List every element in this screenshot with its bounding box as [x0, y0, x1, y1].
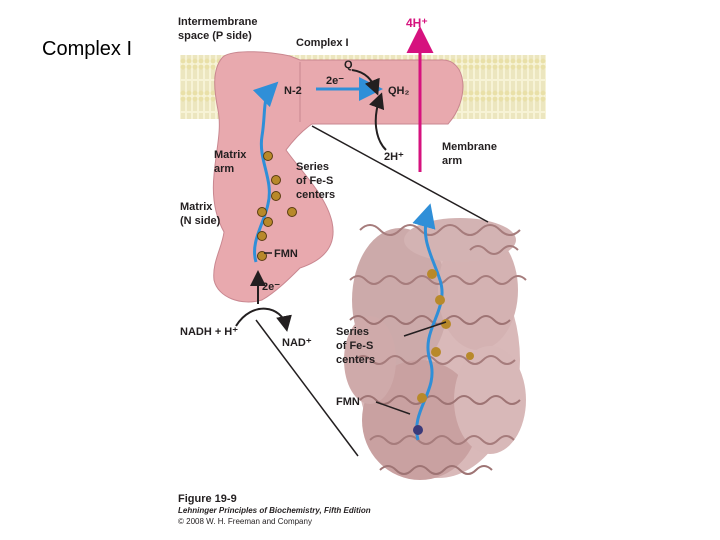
label-matrix-arm-2: arm	[214, 163, 234, 175]
label-two-h: 2H⁺	[384, 151, 404, 163]
label-membrane-arm-2: arm	[442, 155, 462, 167]
series-bottom-tick	[403, 321, 447, 337]
two-h-arrow	[369, 92, 387, 151]
label-intermembrane-1: Intermembrane	[178, 16, 257, 28]
label-series-bottom-3: centers	[336, 354, 375, 366]
label-q: Q	[344, 59, 353, 71]
q-reduction-arrow	[351, 69, 380, 96]
label-matrix-n-2: (N side)	[180, 215, 221, 227]
label-series-bottom-2: of Fe-S	[336, 340, 373, 352]
label-nad: NAD⁺	[282, 337, 312, 349]
crystal-structure	[344, 203, 527, 480]
label-complex-title: Complex I	[296, 37, 349, 49]
caption-copyright: © 2008 W. H. Freeman and Company	[178, 517, 312, 526]
label-qh2: QH₂	[388, 85, 410, 97]
label-two-e-bottom: 2e⁻	[262, 281, 280, 293]
fmn-bottom-tick	[375, 401, 411, 415]
label-matrix-n-1: Matrix	[180, 201, 213, 213]
caption-figure: Figure 19-9	[178, 493, 237, 505]
label-four-h: 4H⁺	[406, 16, 428, 30]
nadh-oxidation-arrow	[235, 307, 292, 332]
label-intermembrane-2: space (P side)	[178, 30, 252, 42]
label-n2: N-2	[284, 85, 302, 97]
label-two-e-top: 2e⁻	[326, 75, 344, 87]
label-fmn-top: FMN	[274, 248, 298, 260]
connector-line-top	[311, 125, 489, 223]
label-fmn-bottom: FMN	[336, 396, 360, 408]
connector-line-bottom	[255, 319, 359, 457]
label-nadh: NADH + H⁺	[180, 326, 238, 338]
complex-i-protein-shape	[212, 51, 464, 303]
label-series-top-3: centers	[296, 189, 335, 201]
label-series-top-2: of Fe-S	[296, 175, 333, 187]
label-membrane-arm-1: Membrane	[442, 141, 497, 153]
slide-title: Complex I	[42, 38, 133, 60]
label-series-top-1: Series	[296, 161, 329, 173]
label-series-bottom-1: Series	[336, 326, 369, 338]
caption-book: Lehninger Principles of Biochemistry, Fi…	[178, 506, 371, 515]
label-matrix-arm-1: Matrix	[214, 149, 247, 161]
